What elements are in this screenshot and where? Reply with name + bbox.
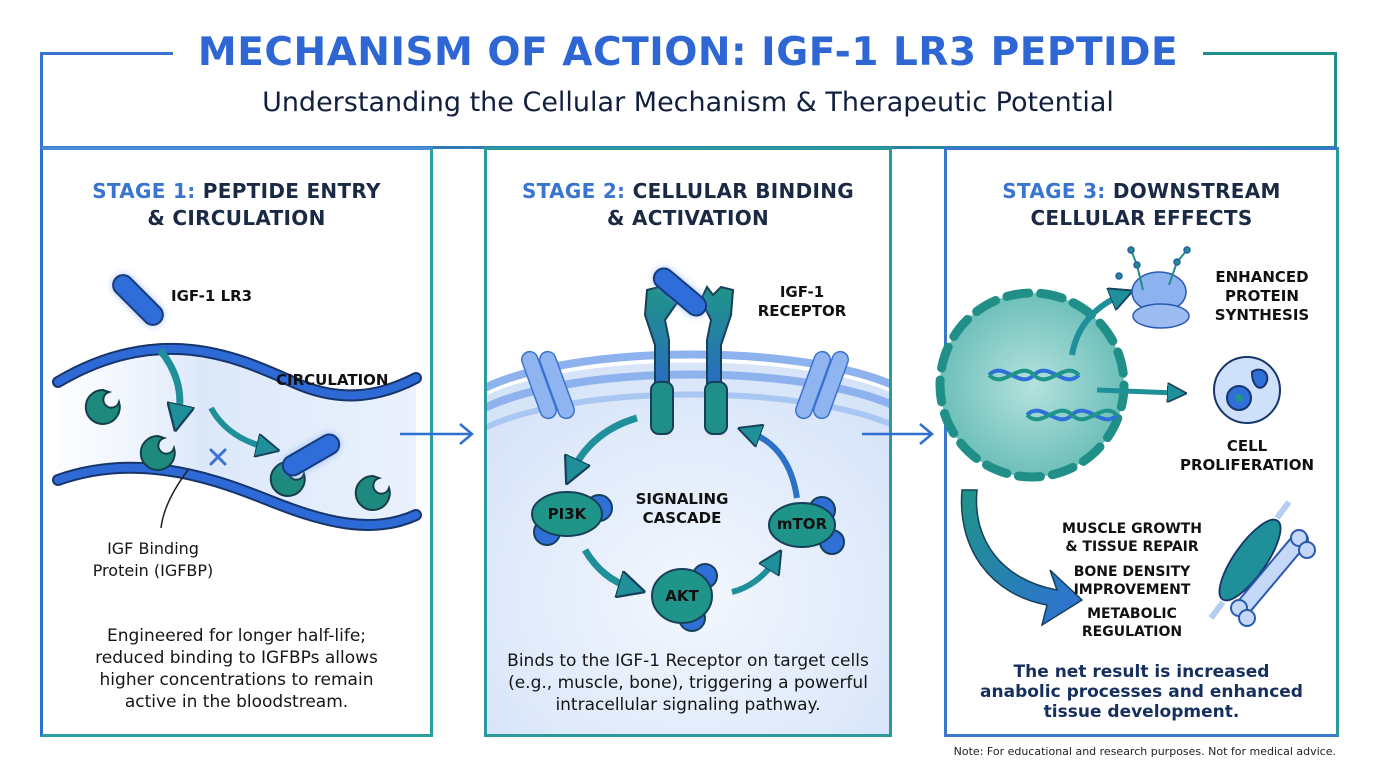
stage-2-title-line2: & ACTIVATION: [606, 206, 770, 230]
cascade-arrow-2-icon: [581, 548, 632, 588]
cascade-label: SIGNALING CASCADE: [622, 490, 742, 528]
mtor-enzyme-icon: [768, 496, 845, 555]
header-frame-left-side: [40, 52, 43, 148]
page-subtitle: Understanding the Cellular Mechanism & T…: [262, 87, 1114, 118]
bound-peptide-icon: [652, 267, 708, 317]
cell-proliferation-line1: CELL: [1226, 437, 1268, 455]
header-frame-right-side: [1334, 52, 1337, 148]
akt-enzyme-icon: [651, 563, 718, 632]
effect-bone-line2: IMPROVEMENT: [1073, 582, 1191, 598]
igfbp-label: IGF Binding Protein (IGFBP): [53, 538, 253, 582]
stage-1-title-line1: PEPTIDE ENTRY: [202, 179, 381, 203]
stage-2-title: STAGE 2: CELLULAR BINDING & ACTIVATION: [487, 178, 889, 232]
cell-proliferation-label: CELL PROLIFERATION: [1172, 437, 1322, 475]
stage-1-panel: STAGE 1: PEPTIDE ENTRY & CIRCULATION: [40, 147, 433, 737]
igf1-receptor-icon: [643, 285, 735, 435]
proliferating-cell-icon: [1213, 356, 1281, 424]
stage-2-panel: STAGE 2: CELLULAR BINDING & ACTIVATION I…: [484, 147, 892, 737]
igfbp-label-line1: IGF Binding: [107, 539, 199, 558]
header-frame-right-top: [1203, 52, 1337, 55]
blocked-x-icon: [209, 448, 227, 466]
cascade-arrow-4-icon: [749, 432, 800, 499]
stage-3-title-line2: CELLULAR EFFECTS: [1030, 206, 1253, 230]
membrane-channel-left-icon: [521, 350, 575, 420]
effect-metabolic-label: METABOLIC REGULATION: [1057, 605, 1207, 641]
bone-icon: [1230, 529, 1316, 627]
entry-arrow-icon: [157, 347, 180, 418]
cell-proliferation-line2: PROLIFERATION: [1179, 456, 1315, 474]
cascade-arrow-1-icon: [572, 414, 639, 472]
receptor-label-line2: RECEPTOR: [757, 302, 847, 320]
stage-1-title-line2: & CIRCULATION: [147, 206, 326, 230]
effect-bone-label: BONE DENSITY IMPROVEMENT: [1057, 563, 1207, 599]
stage-3-title: STAGE 3: DOWNSTREAM CELLULAR EFFECTS: [947, 178, 1336, 232]
tissue-effects-arrow-icon: [960, 489, 1084, 627]
stage-3-number: STAGE 3:: [1002, 179, 1106, 203]
peptide-label: IGF-1 LR3: [171, 287, 253, 305]
receptor-illustration: [487, 267, 889, 734]
effects-illustration: [935, 246, 1316, 627]
stage-1-number: STAGE 1:: [92, 179, 196, 203]
effect-muscle-label: MUSCLE GROWTH & TISSUE REPAIR: [1057, 520, 1207, 556]
effect-muscle-line2: & TISSUE REPAIR: [1065, 539, 1199, 555]
effect-muscle-line1: MUSCLE GROWTH: [1062, 521, 1202, 537]
pi3k-label: PI3K: [547, 505, 587, 523]
protein-synthesis-label: ENHANCED PROTEIN SYNTHESIS: [1202, 268, 1322, 325]
effect-bone-line1: BONE DENSITY: [1073, 564, 1191, 580]
dna-icon: [987, 368, 1119, 422]
igfbp-icon: [84, 388, 391, 511]
receptor-label-line1: IGF-1: [779, 283, 825, 301]
stage-3-title-line1: DOWNSTREAM: [1112, 179, 1281, 203]
stage-2-title-line1: CELLULAR BINDING: [632, 179, 854, 203]
pi3k-enzyme-icon: [531, 491, 613, 546]
muscle-icon: [1208, 500, 1292, 620]
effect-metabolic-line1: METABOLIC: [1087, 606, 1177, 622]
stage-2-number: STAGE 2:: [522, 179, 626, 203]
stage-3-panel: STAGE 3: DOWNSTREAM CELLULAR EFFECTS: [935, 147, 1339, 737]
ribosome-icon: [1115, 246, 1191, 329]
igf1-lr3-peptide-icon: [112, 274, 164, 326]
page-title: MECHANISM OF ACTION: IGF-1 LR3 PEPTIDE: [197, 30, 1179, 75]
bound-peptide-icon: [281, 433, 341, 477]
arrow-right-icon: [919, 423, 934, 445]
cell-membrane: [487, 350, 889, 392]
igfbp-pointer-line: [160, 469, 189, 529]
igfbp-label-line2: Protein (IGFBP): [92, 561, 214, 580]
cascade-arrow-3-icon: [731, 560, 775, 595]
akt-label: AKT: [665, 587, 699, 605]
effect-metabolic-line2: REGULATION: [1081, 624, 1183, 640]
cascade-label-line2: CASCADE: [642, 509, 722, 527]
stage-2-description: Binds to the IGF-1 Receptor on target ce…: [507, 651, 869, 715]
cascade-label-line1: SIGNALING: [635, 490, 729, 508]
stage-1-description: Engineered for longer half-life; reduced…: [95, 626, 378, 712]
stage-3-description: The net result is increased anabolic pro…: [980, 662, 1303, 722]
binding-arrow-icon: [208, 406, 268, 448]
header-frame-left-top: [40, 52, 173, 55]
protein-synthesis-line1: ENHANCED: [1215, 268, 1309, 286]
nucleus-icon: [935, 288, 1129, 482]
membrane-channel-right-icon: [795, 350, 849, 420]
protein-synthesis-line2: PROTEIN: [1225, 287, 1299, 305]
proliferation-arrow-icon: [1096, 390, 1177, 393]
protein-arrow-icon: [1069, 295, 1122, 356]
circulation-label: CIRCULATION: [276, 371, 389, 389]
arrow-right-icon: [459, 423, 474, 445]
protein-synthesis-line3: SYNTHESIS: [1214, 306, 1310, 324]
circulation-illustration: [52, 274, 422, 531]
mtor-label: mTOR: [776, 515, 828, 533]
receptor-label: IGF-1 RECEPTOR: [742, 283, 862, 321]
disclaimer-note: Note: For educational and research purpo…: [953, 745, 1336, 758]
stage-1-title: STAGE 1: PEPTIDE ENTRY & CIRCULATION: [43, 178, 430, 232]
